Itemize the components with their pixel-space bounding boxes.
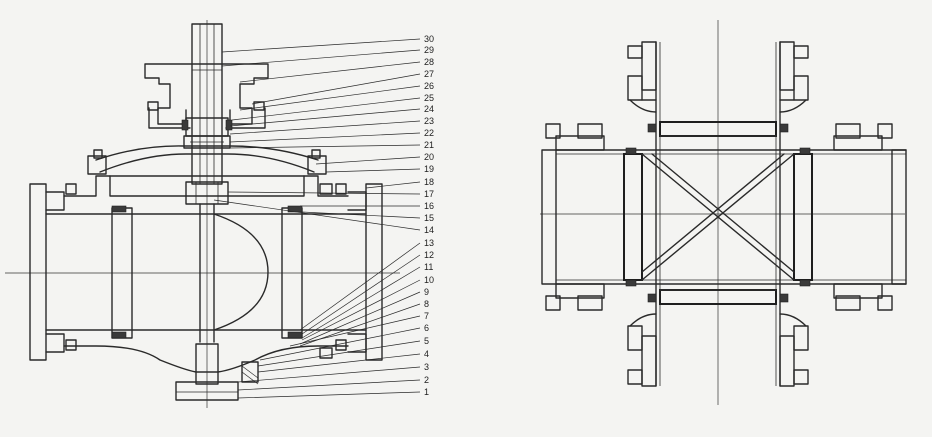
part-number-labels: 30 29 28 27 26 25 24 23 22 21 20 19 18 1… — [424, 34, 434, 397]
valve-section-view: 30 29 28 27 26 25 24 23 22 21 20 19 18 1… — [5, 20, 434, 408]
part-number: 19 — [424, 164, 434, 174]
part-number: 26 — [424, 81, 434, 91]
part-number: 22 — [424, 128, 434, 138]
part-number: 8 — [424, 299, 429, 309]
part-number: 14 — [424, 225, 434, 235]
part-number: 5 — [424, 336, 429, 346]
part-number: 10 — [424, 275, 434, 285]
valve-cross-view — [540, 20, 907, 405]
horizontal-branch — [541, 123, 907, 311]
part-number: 15 — [424, 213, 434, 223]
part-number: 17 — [424, 189, 434, 199]
leader-lines — [213, 38, 421, 399]
center-chamber — [623, 121, 813, 305]
part-number: 18 — [424, 177, 434, 187]
valve-body — [29, 175, 383, 373]
part-number: 25 — [424, 93, 434, 103]
part-number: 16 — [424, 201, 434, 211]
stem — [191, 23, 223, 185]
ball — [132, 203, 269, 343]
part-number: 30 — [424, 34, 434, 44]
gland-packing — [181, 117, 233, 149]
part-number: 23 — [424, 116, 434, 126]
mounting-bracket — [144, 63, 269, 129]
part-number: 11 — [424, 262, 433, 272]
part-number: 13 — [424, 238, 434, 248]
part-number: 4 — [424, 349, 429, 359]
stem-hub — [185, 181, 229, 205]
part-number: 29 — [424, 45, 434, 55]
part-number: 24 — [424, 104, 434, 114]
seat-rings — [111, 205, 303, 339]
part-number: 27 — [424, 69, 434, 79]
part-number: 21 — [424, 140, 434, 150]
bonnet-cover — [87, 145, 327, 177]
part-number: 2 — [424, 375, 429, 385]
part-number: 7 — [424, 311, 429, 321]
part-number: 1 — [424, 387, 429, 397]
part-number: 28 — [424, 57, 434, 67]
part-number: 20 — [424, 152, 434, 162]
chamber-seals — [625, 123, 811, 303]
part-number: 9 — [424, 287, 429, 297]
flange-bolt — [319, 347, 333, 359]
part-number: 3 — [424, 362, 429, 372]
part-number: 12 — [424, 250, 434, 260]
part-number: 6 — [424, 323, 429, 333]
flange-bolt — [319, 183, 333, 195]
vertical-branch — [627, 41, 809, 387]
